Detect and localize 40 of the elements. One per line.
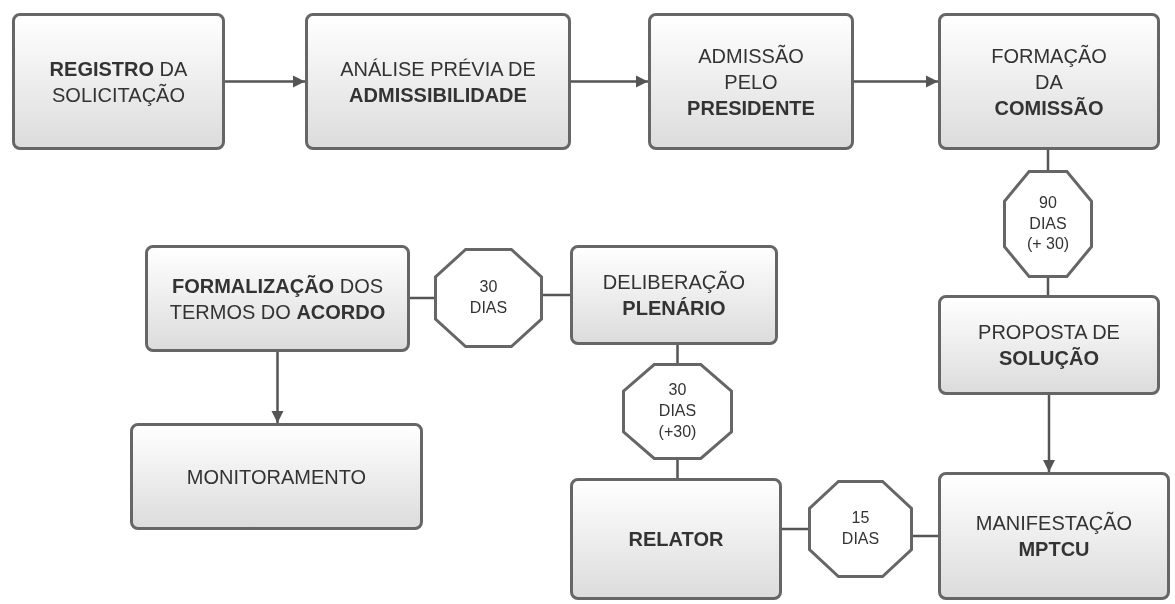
connector-line [676,460,679,478]
process-box [145,245,410,352]
step-text: 30 DIAS [468,277,509,318]
step-text: REGISTRO DA SOLICITAÇÃO [48,56,189,108]
arrow [271,352,284,423]
connector-line [410,296,434,300]
process-box [305,13,571,150]
step-text: FORMAÇÃO DA COMISSÃO [990,43,1108,121]
step-text: MANIFESTAÇÃO MPTCU [974,510,1134,562]
process-box [648,13,854,150]
duration-octagon [434,248,543,348]
step-text: 90 DIAS (+ 30) [1025,192,1071,255]
step-text: ANÁLISE PRÉVIA DE ADMISSIBILIDADE [339,56,537,108]
duration-octagon [808,480,913,578]
process-box [12,13,225,150]
connector-line [913,534,938,538]
process-box [570,245,778,345]
arrow [571,75,648,88]
step-text: RELATOR [628,527,724,552]
process-box [938,295,1160,395]
process-box [938,13,1160,150]
step-text: ADMISSÃO PELO PRESIDENTE [686,43,816,121]
process-box [130,423,423,530]
connector-line [676,345,679,363]
arrow [225,75,305,88]
connector-line [782,527,808,531]
connector-line [1046,150,1050,170]
connector-line [543,293,570,297]
process-box [938,472,1170,600]
step-text: 15 DIAS [840,508,881,549]
step-text: 30 DIAS (+30) [657,380,698,442]
process-box [570,478,782,600]
duration-octagon [1003,170,1093,278]
arrow [1043,395,1055,472]
step-text: PROPOSTA DE SOLUÇÃO [977,320,1121,371]
duration-octagon [622,363,733,460]
arrow [854,75,938,88]
step-text: MONITORAMENTO [186,464,367,490]
step-text: DELIBERAÇÃO PLENÁRIO [601,269,747,321]
step-text: FORMALIZAÇÃO DOS TERMOS DO ACORDO [168,273,387,325]
